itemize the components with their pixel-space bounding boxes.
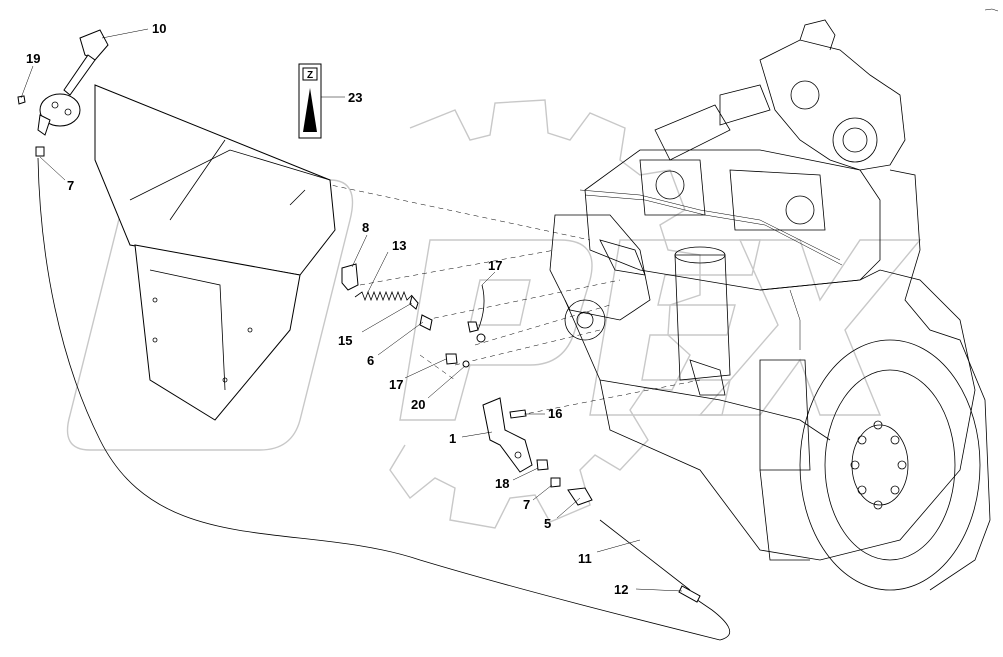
lever-knob [79,29,109,61]
washer-20 [462,360,470,368]
nut-7-bottom [550,477,561,488]
screw-19 [17,95,26,105]
callout-7-bottom: 7 [523,497,530,512]
lever-base [39,93,81,127]
nut-18 [536,459,549,471]
washer-17 [476,333,486,343]
bolt-16 [509,409,527,419]
decal-wedge [303,88,317,132]
nut-17-top [467,321,479,333]
callout-17-top: 17 [488,258,502,273]
watermark-letter-e [589,239,761,416]
fitting-6 [419,314,433,331]
callout-18: 18 [495,476,509,491]
spring-13 [354,290,413,302]
callout-19: 19 [26,51,40,66]
corner-mark [984,8,999,12]
nut-7-top [35,146,45,157]
callout-8: 8 [362,220,369,235]
engine-assembly [549,19,991,591]
decal-23: Z [298,63,322,139]
callout-1: 1 [449,431,456,446]
cab-panel [94,84,336,421]
callout-5: 5 [544,516,551,531]
callout-20: 20 [411,397,425,412]
callout-labels: 10 19 7 23 8 13 17 15 6 17 20 16 1 18 7 … [26,21,628,597]
watermark-letter-x [698,239,922,416]
bracket-1 [482,397,533,473]
cable-end-fitting-5 [567,487,593,506]
cable-path [37,157,731,641]
callout-7-top: 7 [67,178,74,193]
callout-12: 12 [614,582,628,597]
callout-13: 13 [392,238,406,253]
callout-6: 6 [367,353,374,368]
callout-17-bottom: 17 [389,377,403,392]
leader-lines [20,28,683,592]
throttle-cable [37,157,731,641]
callout-11: 11 [578,551,592,566]
small-parts [341,263,561,488]
callout-23: 23 [348,90,362,105]
cable-sleeve-12 [678,585,701,603]
throttle-lever-assembly [17,29,109,157]
nut-17-bottom [445,353,458,365]
callout-10: 10 [152,21,166,36]
callout-16: 16 [548,406,562,421]
clip-15 [409,294,419,310]
bracket-8 [341,263,359,291]
callout-15: 15 [338,333,352,348]
decal-symbol: Z [307,70,313,81]
